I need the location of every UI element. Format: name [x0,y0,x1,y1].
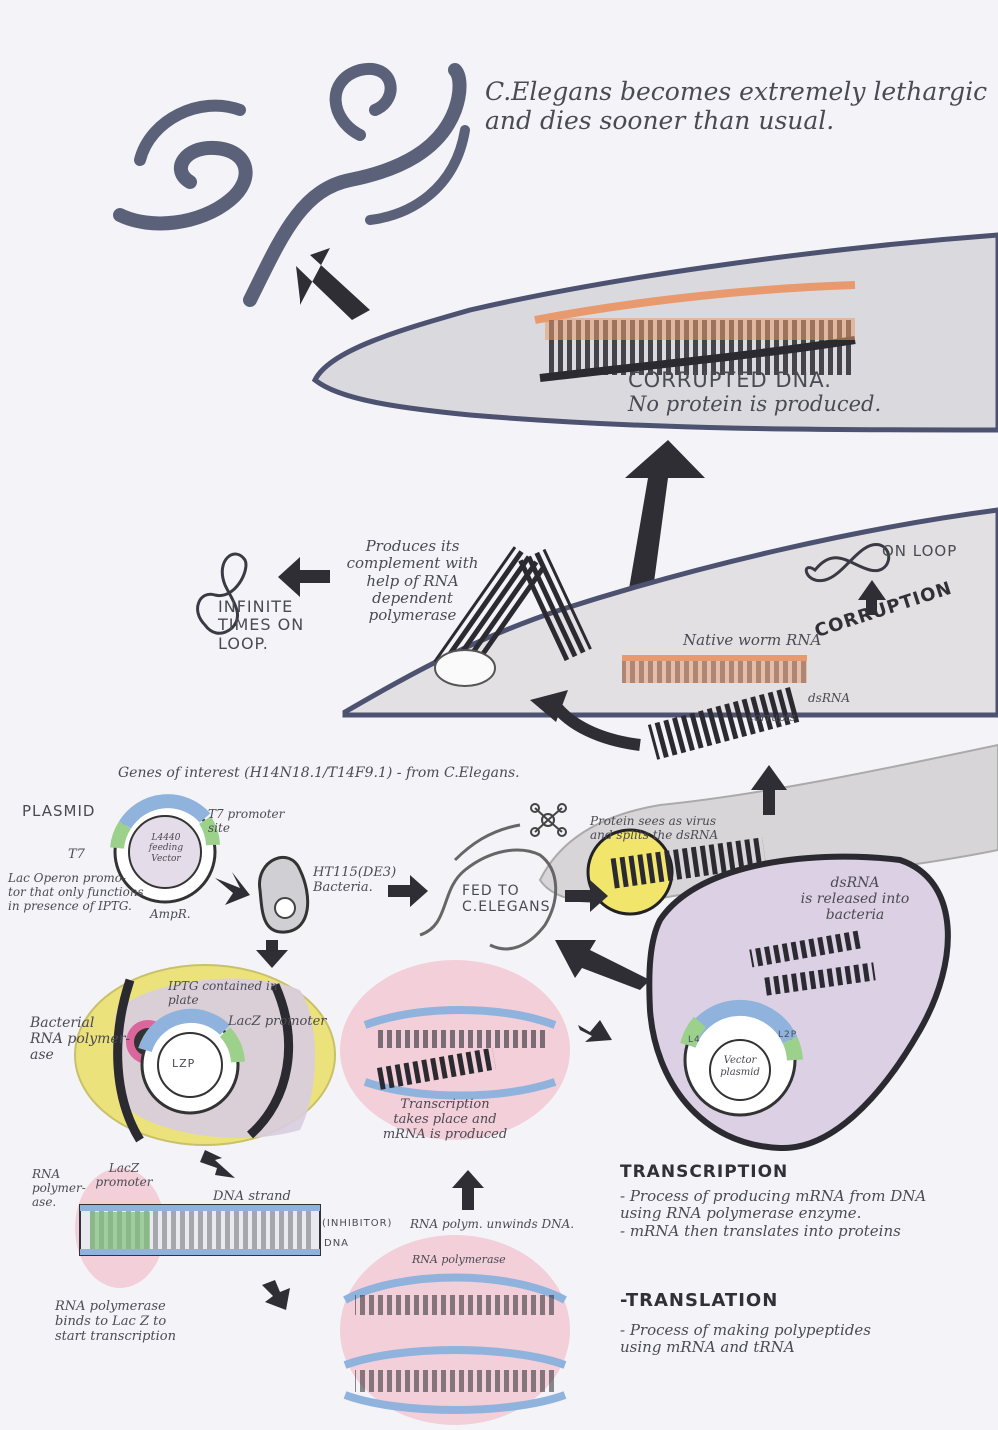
inhibitor-label: (INHIBITOR) [322,1218,393,1229]
arrow-to-on-loop [858,580,886,615]
corrupts-label: corrupts [748,711,796,724]
arrow-to-infinite [278,557,330,597]
corrupted-dna-text: CORRUPTED DNA.No protein is produced. [628,368,882,417]
translation-heading: -TRANSLATION [620,1290,779,1311]
protein-circle [586,828,767,916]
arrow-curve-back [530,690,641,751]
dna-strand [75,1168,321,1288]
l4-label: L4 [688,1035,701,1045]
on-loop-label: ON LOOP [882,542,958,560]
dsrna-loop-ladder [433,546,592,687]
genes-of-interest-text: Genes of interest (H14N18.1/T14F9.1) - f… [118,765,520,781]
unwinds-dna-text: RNA polym. unwinds DNA. [410,1217,575,1231]
arrow-to-strand [200,1150,235,1178]
dna-strand-label: DNA strand [213,1189,291,1204]
bacterium-large [74,964,336,1146]
plasmid-label: PLASMID [22,802,96,820]
native-worm-rna-label: Native worm RNA [683,631,822,649]
native-worm-rna [622,655,807,760]
release-cell [646,853,951,1152]
arrows-plasmid [215,872,428,968]
molecule-icon [530,803,567,837]
bacteria-cell [258,856,310,934]
arrow-to-unwinding [262,1280,290,1310]
arrow-to-worms [296,248,370,320]
ampr-label: AmpR. [150,907,191,921]
unwinding-bubble [340,1235,570,1425]
arrow-to-protein [565,880,608,912]
arrow-to-corrupted [625,440,705,612]
infinity-loop-right [804,543,891,583]
corrupted-dna-ladder [534,281,856,382]
lzp-label: LZP [172,1057,196,1070]
arrow-to-bubble [452,1020,612,1210]
infinity-loop-left [196,552,248,635]
plasmid-diagram [110,794,220,904]
worm-body-middle [342,507,998,718]
arrow-release-to-worm [555,940,650,990]
dna-label: DNA [324,1238,350,1249]
bacteria-label: HT115(DE3)Bacteria. [313,865,397,895]
l2p-label: L2P [778,1030,798,1040]
t7-label: T7 [68,847,85,862]
lacz-promoter-label: LacZ promoter [228,1014,327,1029]
worms-illustration [113,62,470,307]
rna-polymerase-bubble-label: RNA polymerase [412,1253,506,1266]
transcription-heading: TRANSCRIPTION [620,1162,789,1182]
transcription-bubble [340,960,570,1140]
dsrna-loop-label: dsRNA [808,691,851,705]
worm-fed-outline [419,823,558,951]
lac-operon-text: Lac Operon promo-tor that only functions… [8,871,144,913]
